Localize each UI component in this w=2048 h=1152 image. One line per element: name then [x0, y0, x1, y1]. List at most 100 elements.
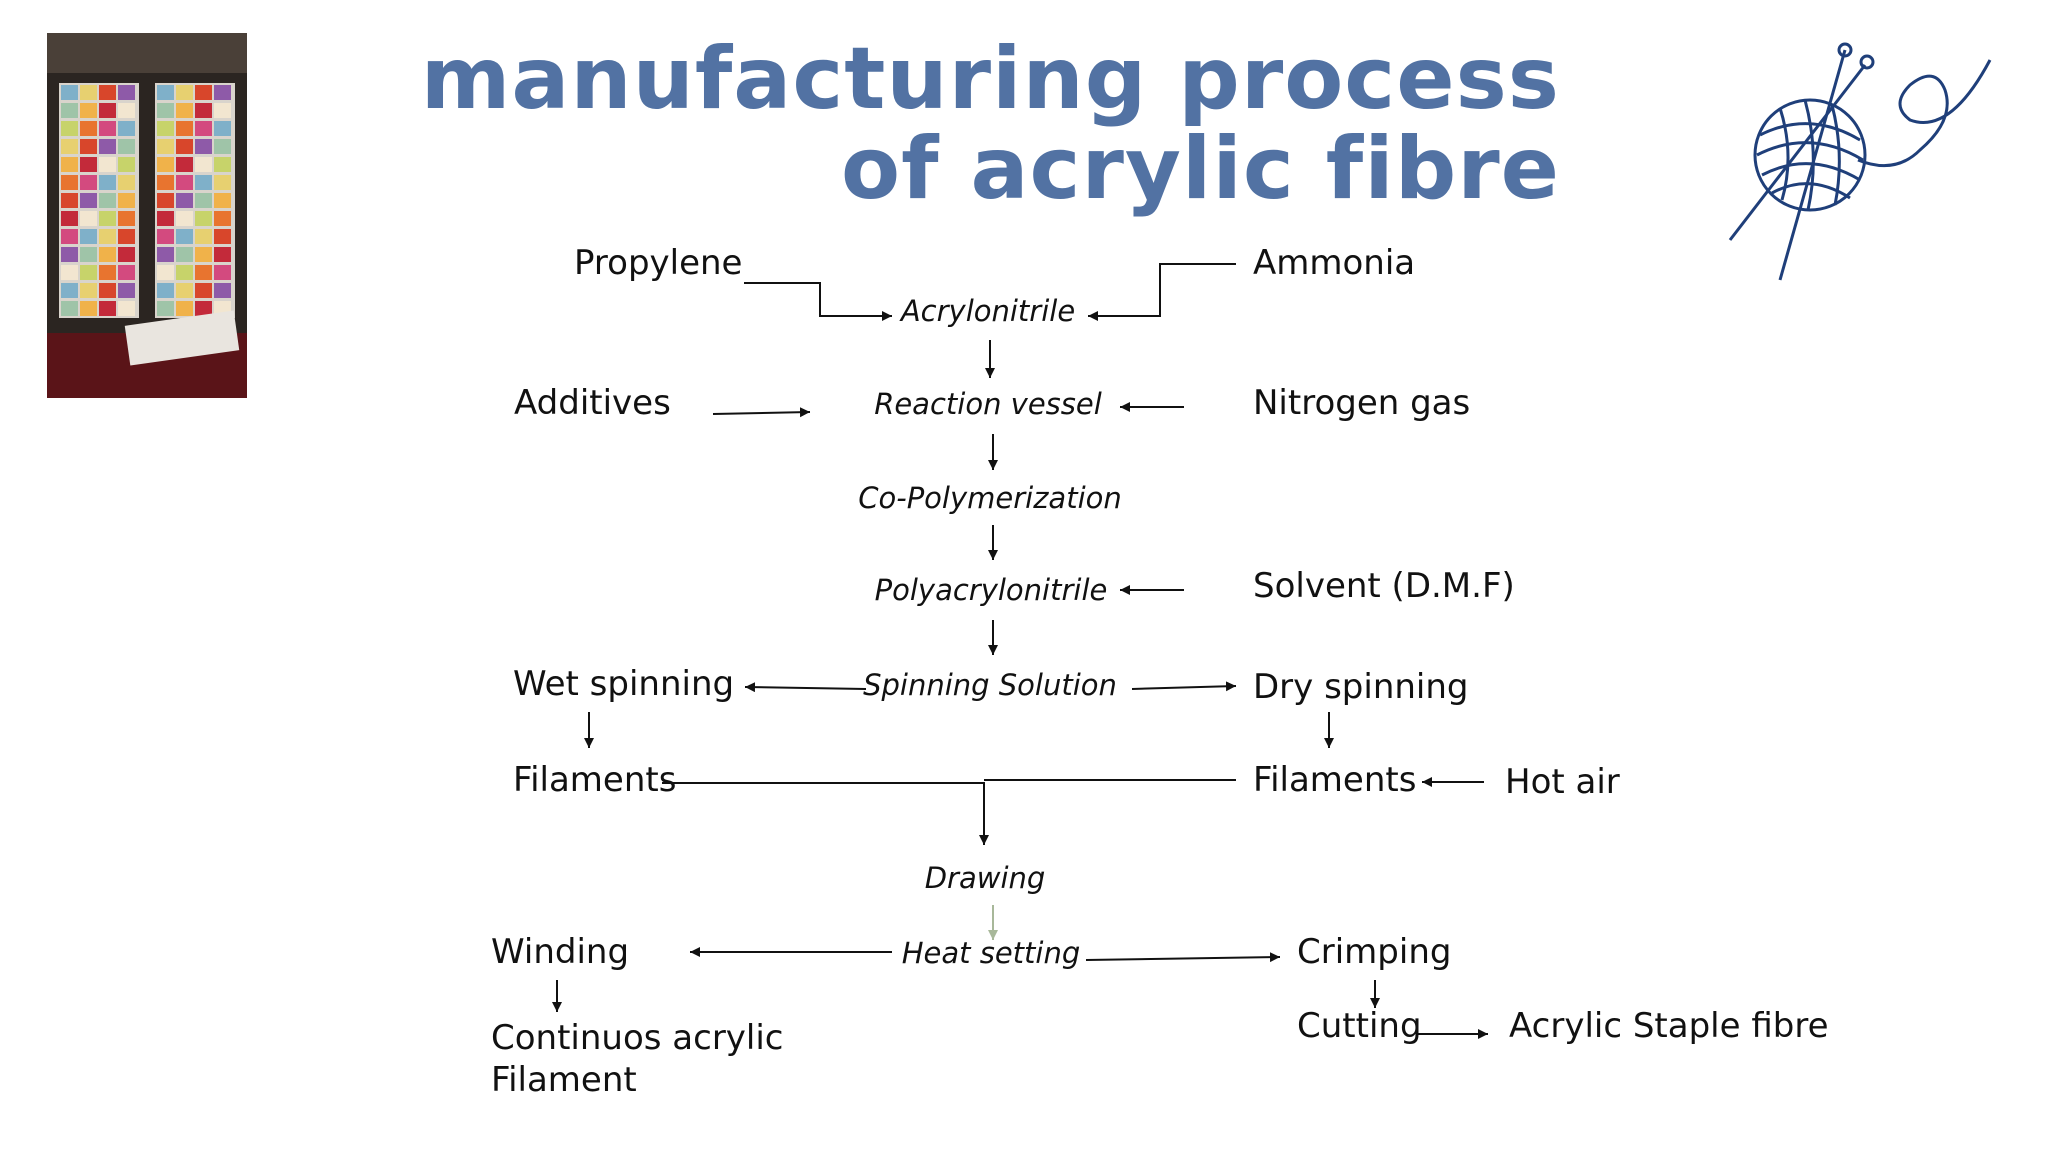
- yarn-cubby: [80, 193, 97, 208]
- yarn-cubby: [157, 193, 174, 208]
- yarn-cubby: [157, 139, 174, 154]
- yarn-cubby: [61, 247, 78, 262]
- yarn-cubby: [195, 283, 212, 298]
- title-line-1: manufacturing process: [420, 29, 1560, 129]
- yarn-cubby: [214, 247, 231, 262]
- yarn-cubby: [195, 103, 212, 118]
- yarn-cubby: [195, 121, 212, 136]
- yarn-cubby: [157, 283, 174, 298]
- product-continuous-line2: Filament: [491, 1060, 637, 1100]
- step-spinning-solution: Spinning Solution: [863, 668, 1117, 702]
- yarn-ball-knitting-needles-icon: [1728, 42, 1992, 281]
- yarn-cubby: [99, 103, 116, 118]
- yarn-cubby: [176, 229, 193, 244]
- yarn-cubby: [61, 103, 78, 118]
- yarn-cubby: [80, 85, 97, 100]
- step-drawing: Drawing: [924, 861, 1046, 895]
- arrow-solution-to-wet: [744, 682, 867, 693]
- yarn-cubby: [157, 157, 174, 172]
- yarn-cubby: [80, 157, 97, 172]
- yarn-cubby: [99, 283, 116, 298]
- yarn-cubby: [118, 157, 135, 172]
- yarn-cubby: [61, 283, 78, 298]
- yarn-cubby: [214, 139, 231, 154]
- yarn-cubby: [195, 175, 212, 190]
- filaments-wet: Filaments: [513, 760, 677, 800]
- yarn-cubby: [157, 265, 174, 280]
- yarn-cubby: [176, 247, 193, 262]
- page-title: manufacturing process of acrylic fibre: [320, 34, 1560, 214]
- yarn-cubby: [99, 121, 116, 136]
- input-ammonia: Ammonia: [1253, 243, 1416, 283]
- yarn-cubby: [176, 175, 193, 190]
- yarn-cubby: [61, 193, 78, 208]
- yarn-cubby: [195, 139, 212, 154]
- yarn-cubby: [80, 103, 97, 118]
- yarn-cubby: [214, 265, 231, 280]
- yarn-cubby: [118, 211, 135, 226]
- arrow-heat-to-crimping: [1085, 952, 1281, 963]
- yarn-cubby: [99, 247, 116, 262]
- yarn-cubby: [157, 247, 174, 262]
- yarn-cubby: [195, 157, 212, 172]
- yarn-cubby: [176, 193, 193, 208]
- yarn-cubby: [118, 247, 135, 262]
- yarn-cubby: [176, 283, 193, 298]
- title-line-2: of acrylic fibre: [841, 119, 1560, 219]
- yarn-cubby: [61, 211, 78, 226]
- yarn-cubby: [214, 103, 231, 118]
- yarn-cubby: [214, 121, 231, 136]
- yarn-cubby: [195, 301, 212, 316]
- yarn-cubby: [214, 175, 231, 190]
- yarn-cubby: [195, 85, 212, 100]
- yarn-cubby: [157, 103, 174, 118]
- yarn-cubby: [80, 247, 97, 262]
- yarn-cubby: [61, 157, 78, 172]
- input-additives: Additives: [514, 383, 671, 423]
- yarn-cubby: [176, 157, 193, 172]
- yarn-cubby: [157, 175, 174, 190]
- yarn-cubby: [118, 175, 135, 190]
- yarn-cubby: [118, 265, 135, 280]
- yarn-cubby: [61, 265, 78, 280]
- yarn-cubby: [157, 301, 174, 316]
- yarn-cubby: [118, 193, 135, 208]
- yarn-cubby: [176, 211, 193, 226]
- yarn-cubby: [176, 301, 193, 316]
- yarn-cubby: [214, 211, 231, 226]
- yarn-cubby: [176, 265, 193, 280]
- input-propylene: Propylene: [574, 243, 743, 283]
- yarn-cubby: [61, 121, 78, 136]
- yarn-cubby: [80, 229, 97, 244]
- yarn-cubby: [99, 211, 116, 226]
- yarn-cubby: [99, 265, 116, 280]
- yarn-cubby: [80, 211, 97, 226]
- yarn-cubby: [176, 103, 193, 118]
- yarn-cubby: [118, 301, 135, 316]
- yarn-cubby: [195, 229, 212, 244]
- input-solvent: Solvent (D.M.F): [1253, 566, 1515, 606]
- yarn-cubby: [99, 157, 116, 172]
- branch-cutting: Cutting: [1297, 1006, 1422, 1046]
- yarn-cubby: [157, 85, 174, 100]
- branch-dry-spinning: Dry spinning: [1253, 667, 1469, 707]
- step-acrylonitrile: Acrylonitrile: [900, 294, 1076, 328]
- yarn-cubby: [118, 229, 135, 244]
- yarn-cubby: [214, 157, 231, 172]
- yarn-cubby: [80, 139, 97, 154]
- input-hot-air: Hot air: [1505, 762, 1620, 802]
- yarn-cubby: [61, 301, 78, 316]
- yarn-cubby: [195, 247, 212, 262]
- yarn-cubby: [195, 211, 212, 226]
- yarn-cubby: [99, 301, 116, 316]
- yarn-cubby: [80, 283, 97, 298]
- step-polyacrylonitrile: Polyacrylonitrile: [874, 573, 1108, 607]
- arrow-additives-to-vessel: [712, 407, 811, 418]
- filaments-dry: Filaments: [1253, 760, 1417, 800]
- arrow-solution-to-dry: [1131, 681, 1237, 692]
- yarn-cubby: [80, 301, 97, 316]
- yarn-cubby: [61, 139, 78, 154]
- product-staple-fibre: Acrylic Staple fibre: [1509, 1006, 1829, 1046]
- step-co-polymerization: Co-Polymerization: [858, 481, 1122, 515]
